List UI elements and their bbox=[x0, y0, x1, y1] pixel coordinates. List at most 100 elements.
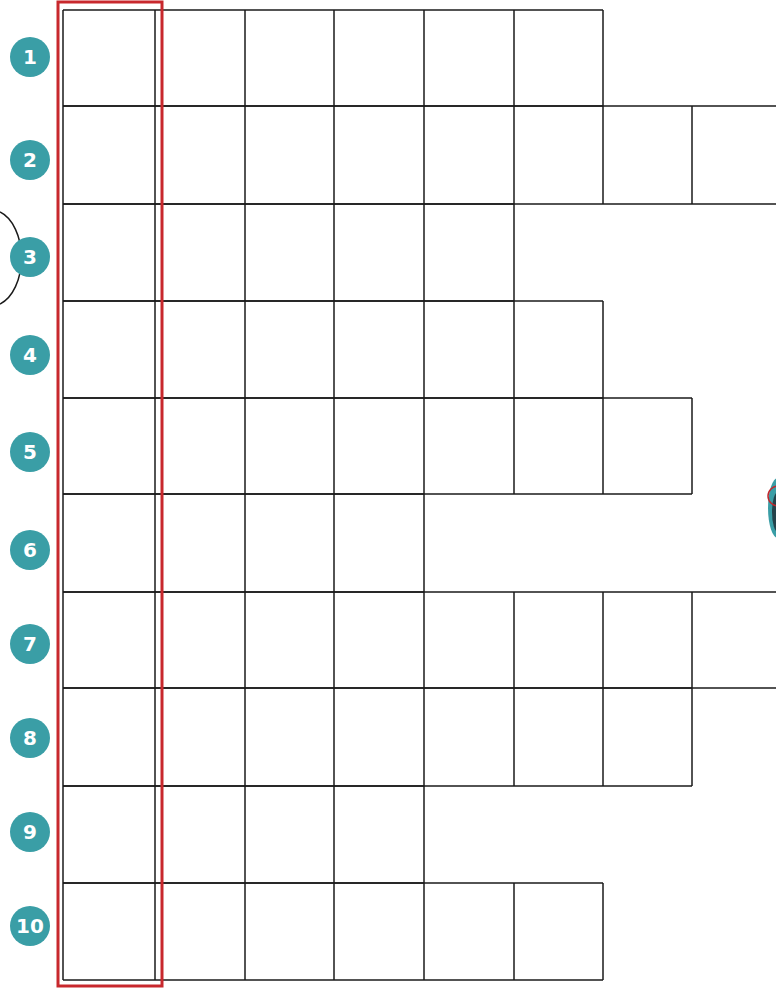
grid-line bbox=[63, 397, 692, 399]
callout-number: 5 bbox=[10, 432, 50, 472]
number-text: 6 bbox=[23, 540, 37, 560]
grid-line bbox=[154, 786, 156, 883]
number-text: 9 bbox=[23, 822, 37, 842]
callout-number: 2 bbox=[10, 140, 50, 180]
grid-line bbox=[602, 688, 604, 786]
grid-line bbox=[423, 106, 425, 204]
grid-line bbox=[244, 786, 246, 883]
grid-line bbox=[244, 883, 246, 980]
grid-line bbox=[333, 398, 335, 494]
grid-line bbox=[63, 979, 603, 981]
grid-line bbox=[244, 10, 246, 106]
grid-line bbox=[63, 493, 692, 495]
grid-line bbox=[154, 883, 156, 980]
grid-line bbox=[423, 786, 425, 883]
callout-number: 8 bbox=[10, 718, 50, 758]
grid-line bbox=[244, 398, 246, 494]
grid-line bbox=[513, 398, 515, 494]
grid-line bbox=[154, 398, 156, 494]
grid-line bbox=[602, 592, 604, 688]
grid-line bbox=[513, 106, 515, 204]
grid-line bbox=[63, 203, 514, 205]
grid-line bbox=[62, 204, 64, 301]
grid-line bbox=[154, 204, 156, 301]
grid-line bbox=[63, 203, 776, 205]
grid-line bbox=[63, 785, 424, 787]
grid-line bbox=[691, 398, 693, 494]
grid-line bbox=[691, 106, 693, 204]
grid-line bbox=[63, 105, 776, 107]
grid-line bbox=[423, 204, 425, 301]
grid-line bbox=[333, 883, 335, 980]
grid-line bbox=[513, 688, 515, 786]
grid-line bbox=[244, 592, 246, 688]
grid-line bbox=[513, 301, 515, 398]
grid-line bbox=[602, 106, 604, 204]
number-text: 3 bbox=[23, 247, 37, 267]
grid-line bbox=[602, 10, 604, 106]
grid-line bbox=[244, 688, 246, 786]
callout-number: 3 bbox=[10, 237, 50, 277]
grid-line bbox=[63, 687, 692, 689]
grid-line bbox=[154, 106, 156, 204]
grid-line bbox=[513, 883, 515, 980]
grid-line bbox=[62, 301, 64, 398]
grid-line bbox=[154, 688, 156, 786]
number-text: 10 bbox=[16, 916, 44, 936]
grid-line bbox=[63, 785, 692, 787]
grid-line bbox=[691, 688, 693, 786]
grid-line bbox=[423, 398, 425, 494]
number-text: 5 bbox=[23, 442, 37, 462]
grid-line bbox=[333, 688, 335, 786]
grid-line bbox=[423, 10, 425, 106]
grid-line bbox=[244, 301, 246, 398]
grid-line bbox=[62, 10, 64, 106]
highlight-column bbox=[58, 2, 162, 986]
grid-line bbox=[333, 301, 335, 398]
callout-number: 10 bbox=[10, 906, 50, 946]
number-text: 1 bbox=[23, 47, 37, 67]
side-icon bbox=[768, 478, 776, 538]
grid-line bbox=[63, 9, 603, 11]
grid-line bbox=[513, 10, 515, 106]
grid-line bbox=[333, 204, 335, 301]
callout-number: 6 bbox=[10, 530, 50, 570]
grid-line bbox=[62, 592, 64, 688]
grid-cells bbox=[63, 10, 776, 980]
grid-line bbox=[333, 592, 335, 688]
grid-line bbox=[691, 592, 693, 688]
grid-line bbox=[602, 398, 604, 494]
grid-line bbox=[333, 494, 335, 592]
grid-line bbox=[423, 592, 425, 688]
grid-line bbox=[154, 10, 156, 106]
callout-number: 1 bbox=[10, 37, 50, 77]
grid-line bbox=[154, 592, 156, 688]
grid-line bbox=[62, 786, 64, 883]
grid-line bbox=[63, 493, 424, 495]
grid-line bbox=[154, 494, 156, 592]
grid-line bbox=[333, 10, 335, 106]
grid-line bbox=[63, 300, 603, 302]
callout-number: 9 bbox=[10, 812, 50, 852]
grid-line bbox=[62, 494, 64, 592]
grid-line bbox=[423, 883, 425, 980]
callout-number: 4 bbox=[10, 335, 50, 375]
number-text: 4 bbox=[23, 345, 37, 365]
number-text: 2 bbox=[23, 150, 37, 170]
grid-line bbox=[63, 687, 776, 689]
grid-line bbox=[244, 204, 246, 301]
grid-line bbox=[423, 301, 425, 398]
grid-line bbox=[602, 301, 604, 398]
grid-line bbox=[63, 591, 776, 593]
grid-line bbox=[62, 688, 64, 786]
grid-line bbox=[62, 883, 64, 980]
grid-line bbox=[602, 883, 604, 980]
grid-line bbox=[423, 494, 425, 592]
grid-line bbox=[63, 882, 603, 884]
number-text: 8 bbox=[23, 728, 37, 748]
callout-number: 7 bbox=[10, 624, 50, 664]
grid-line bbox=[62, 398, 64, 494]
grid-line bbox=[244, 106, 246, 204]
grid-line bbox=[333, 786, 335, 883]
